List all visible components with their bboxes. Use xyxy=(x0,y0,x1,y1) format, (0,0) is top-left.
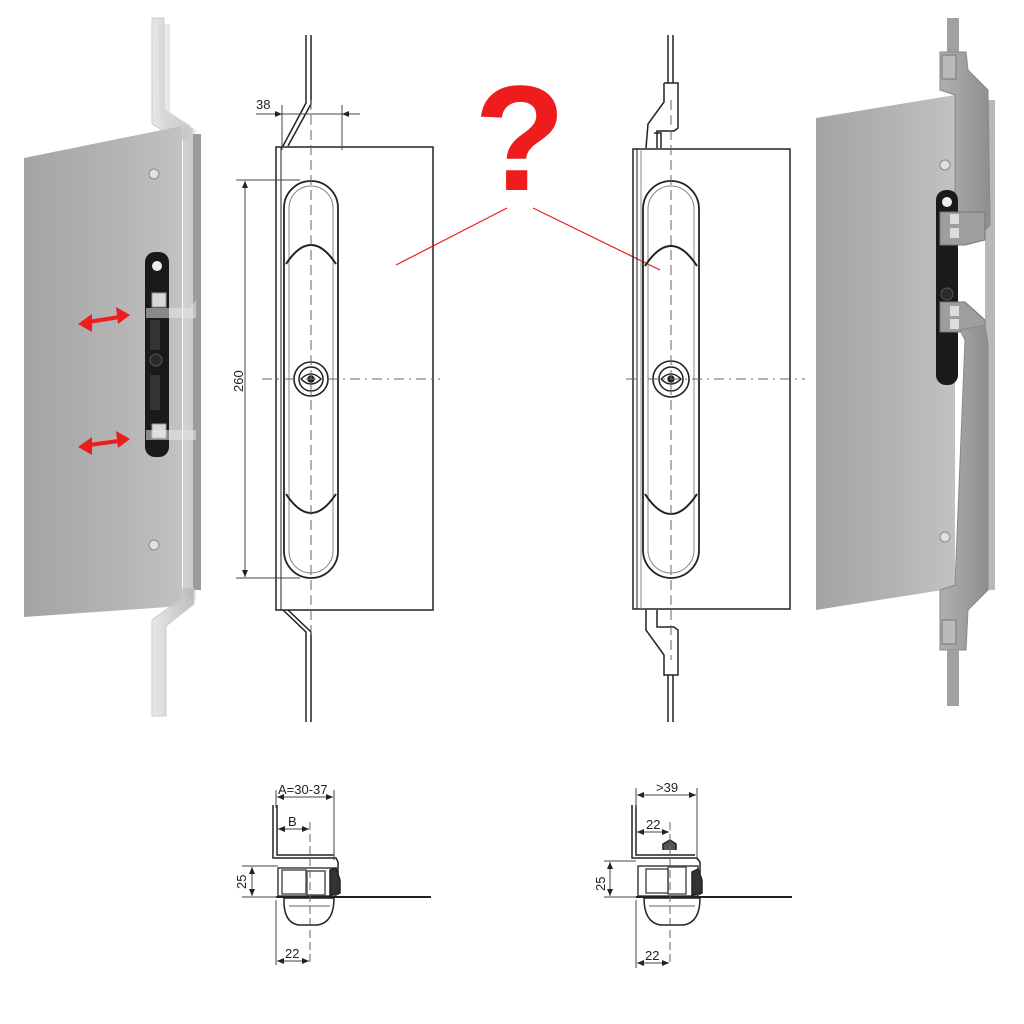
leader-line-left xyxy=(395,207,508,266)
door-panel xyxy=(24,126,182,617)
dim-38-label: 38 xyxy=(256,97,270,112)
right-section-view xyxy=(604,788,792,968)
dim-260-label: 260 xyxy=(231,370,246,392)
dim-B-label: B xyxy=(288,814,297,829)
screw-icon xyxy=(939,531,951,543)
dim-25-label: 25 xyxy=(593,877,608,891)
screw-icon xyxy=(939,159,951,171)
left-technical-drawing xyxy=(236,35,440,722)
dim-22-label: 22 xyxy=(645,948,659,963)
double-arrow-icon xyxy=(78,307,130,332)
leader-line-right xyxy=(532,207,661,271)
screw-icon xyxy=(148,539,160,551)
double-arrow-icon xyxy=(78,431,130,455)
dim-22-inner-label: 22 xyxy=(646,817,660,832)
dim-25-label: 25 xyxy=(234,875,249,889)
dim-39-label: >39 xyxy=(656,780,678,795)
right-3d-render xyxy=(816,18,995,706)
screw-icon xyxy=(148,168,160,180)
dim-22-label: 22 xyxy=(285,946,299,961)
question-mark: ? xyxy=(474,54,566,222)
left-3d-render xyxy=(24,17,201,717)
left-section-view xyxy=(242,790,431,965)
right-technical-drawing xyxy=(626,35,805,722)
dim-A-label: A=30-37 xyxy=(278,782,328,797)
door-panel xyxy=(816,95,955,610)
